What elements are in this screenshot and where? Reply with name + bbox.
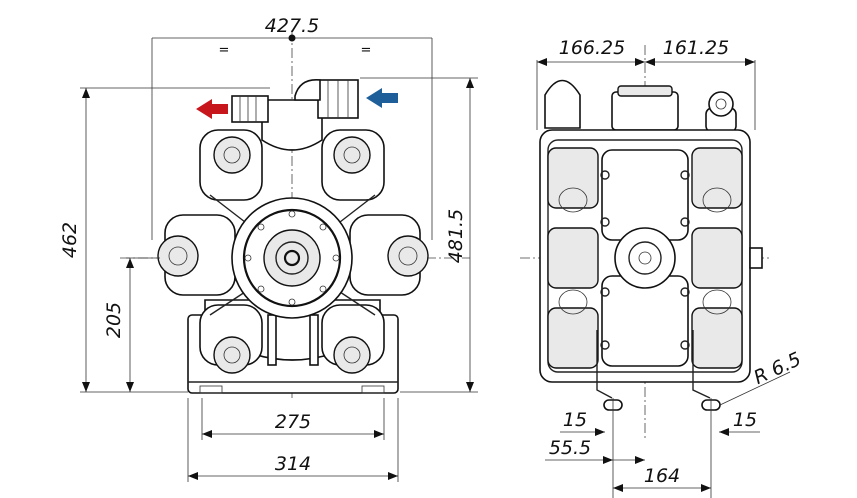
dim-hole-spacing: 164 <box>644 465 680 487</box>
dim-overall-width: 427.5 <box>265 15 319 37</box>
dim-height-total: 462 <box>59 222 81 258</box>
dim-hole-radius: R 6.5 <box>750 348 804 389</box>
front-dimensions: 427.5 = = 462 205 481.5 275 <box>59 15 478 482</box>
central-hub <box>231 197 353 319</box>
dim-height-side: 481.5 <box>445 209 467 263</box>
dim-height-axis: 205 <box>103 302 125 338</box>
dim-base-outer: 314 <box>275 453 311 475</box>
manifold-bars <box>209 194 376 366</box>
side-view <box>520 45 770 440</box>
dim-equal-right: = <box>361 43 372 58</box>
cylinder-arms <box>157 129 429 374</box>
dim-base-inner: 275 <box>275 411 311 433</box>
dim-side-left: 166.25 <box>559 37 625 59</box>
dim-hole-offset-left: 15 <box>563 409 587 431</box>
outlet-arrow-icon <box>196 99 228 119</box>
inlet-arrow-icon <box>366 88 398 108</box>
dim-side-right: 161.25 <box>663 37 729 59</box>
top-ports <box>231 79 359 151</box>
dim-hole-from-center: 55.5 <box>549 437 591 459</box>
dim-equal-left: = <box>219 43 230 58</box>
dim-hole-offset-right: 15 <box>733 409 757 431</box>
front-view <box>120 30 470 398</box>
